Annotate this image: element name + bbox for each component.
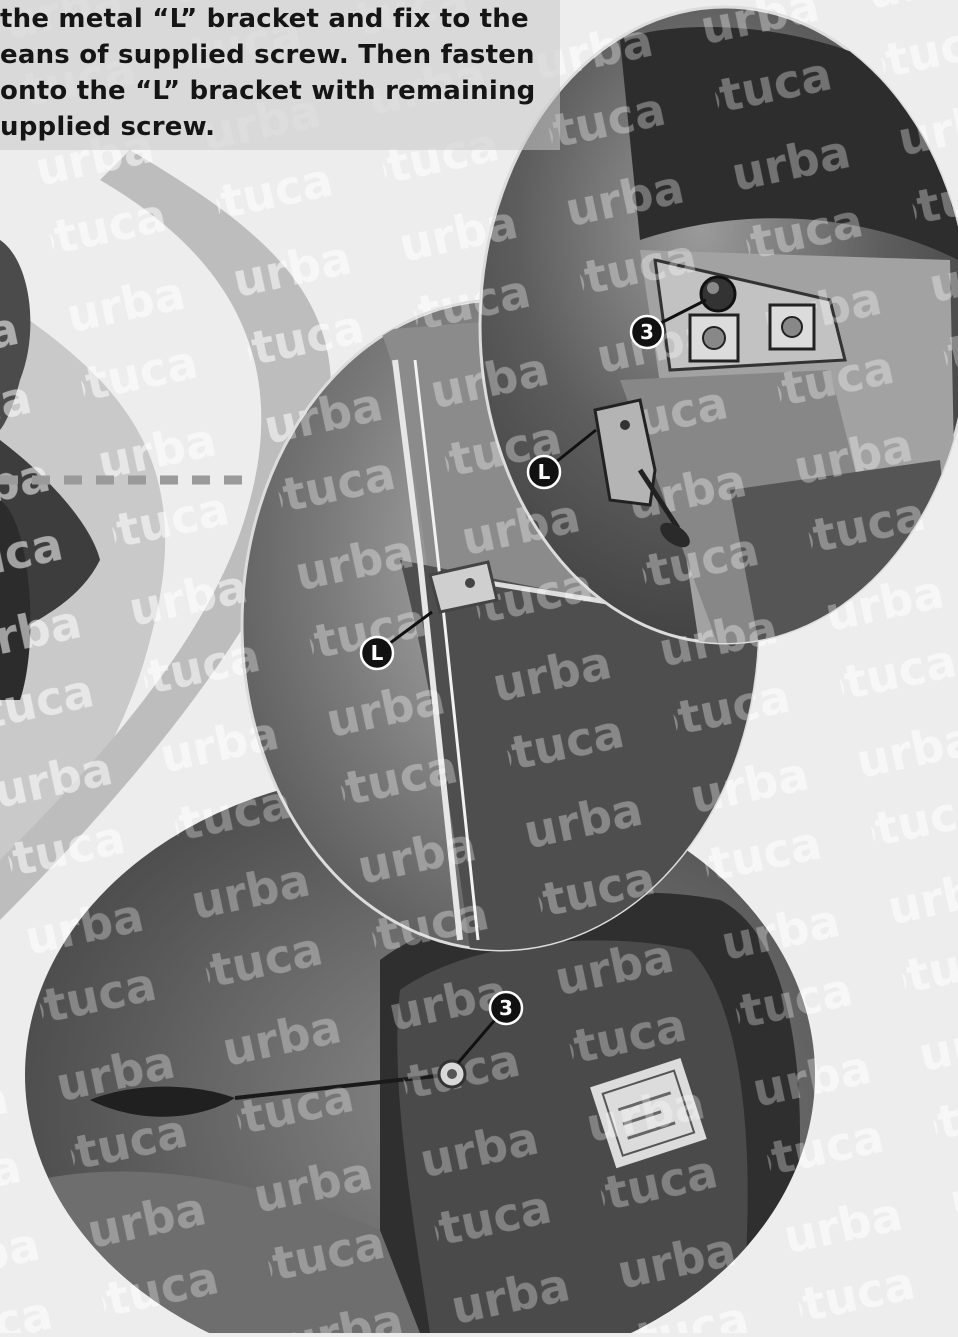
svg-text:3: 3 xyxy=(499,996,513,1020)
screw-icon xyxy=(439,1061,465,1087)
callout-3-bottom: 3 xyxy=(490,992,522,1024)
instruction-line-3: onto the “L” bracket with remaining xyxy=(0,76,535,106)
svg-text:L: L xyxy=(538,460,551,484)
instruction-text-block: the metal “L” bracket and fix to the ean… xyxy=(0,0,560,150)
svg-text:3: 3 xyxy=(640,320,654,344)
callout-3-top: 3 xyxy=(631,316,663,348)
callout-l-middle: L xyxy=(361,637,393,669)
callout-l-top: L xyxy=(528,456,560,488)
instruction-line-2: eans of supplied screw. Then fasten xyxy=(0,40,535,70)
instruction-line-4: upplied screw. xyxy=(0,112,215,142)
screw-icon xyxy=(701,277,735,311)
instruction-line-1: the metal “L” bracket and fix to the xyxy=(0,4,529,34)
svg-text:L: L xyxy=(371,641,384,665)
